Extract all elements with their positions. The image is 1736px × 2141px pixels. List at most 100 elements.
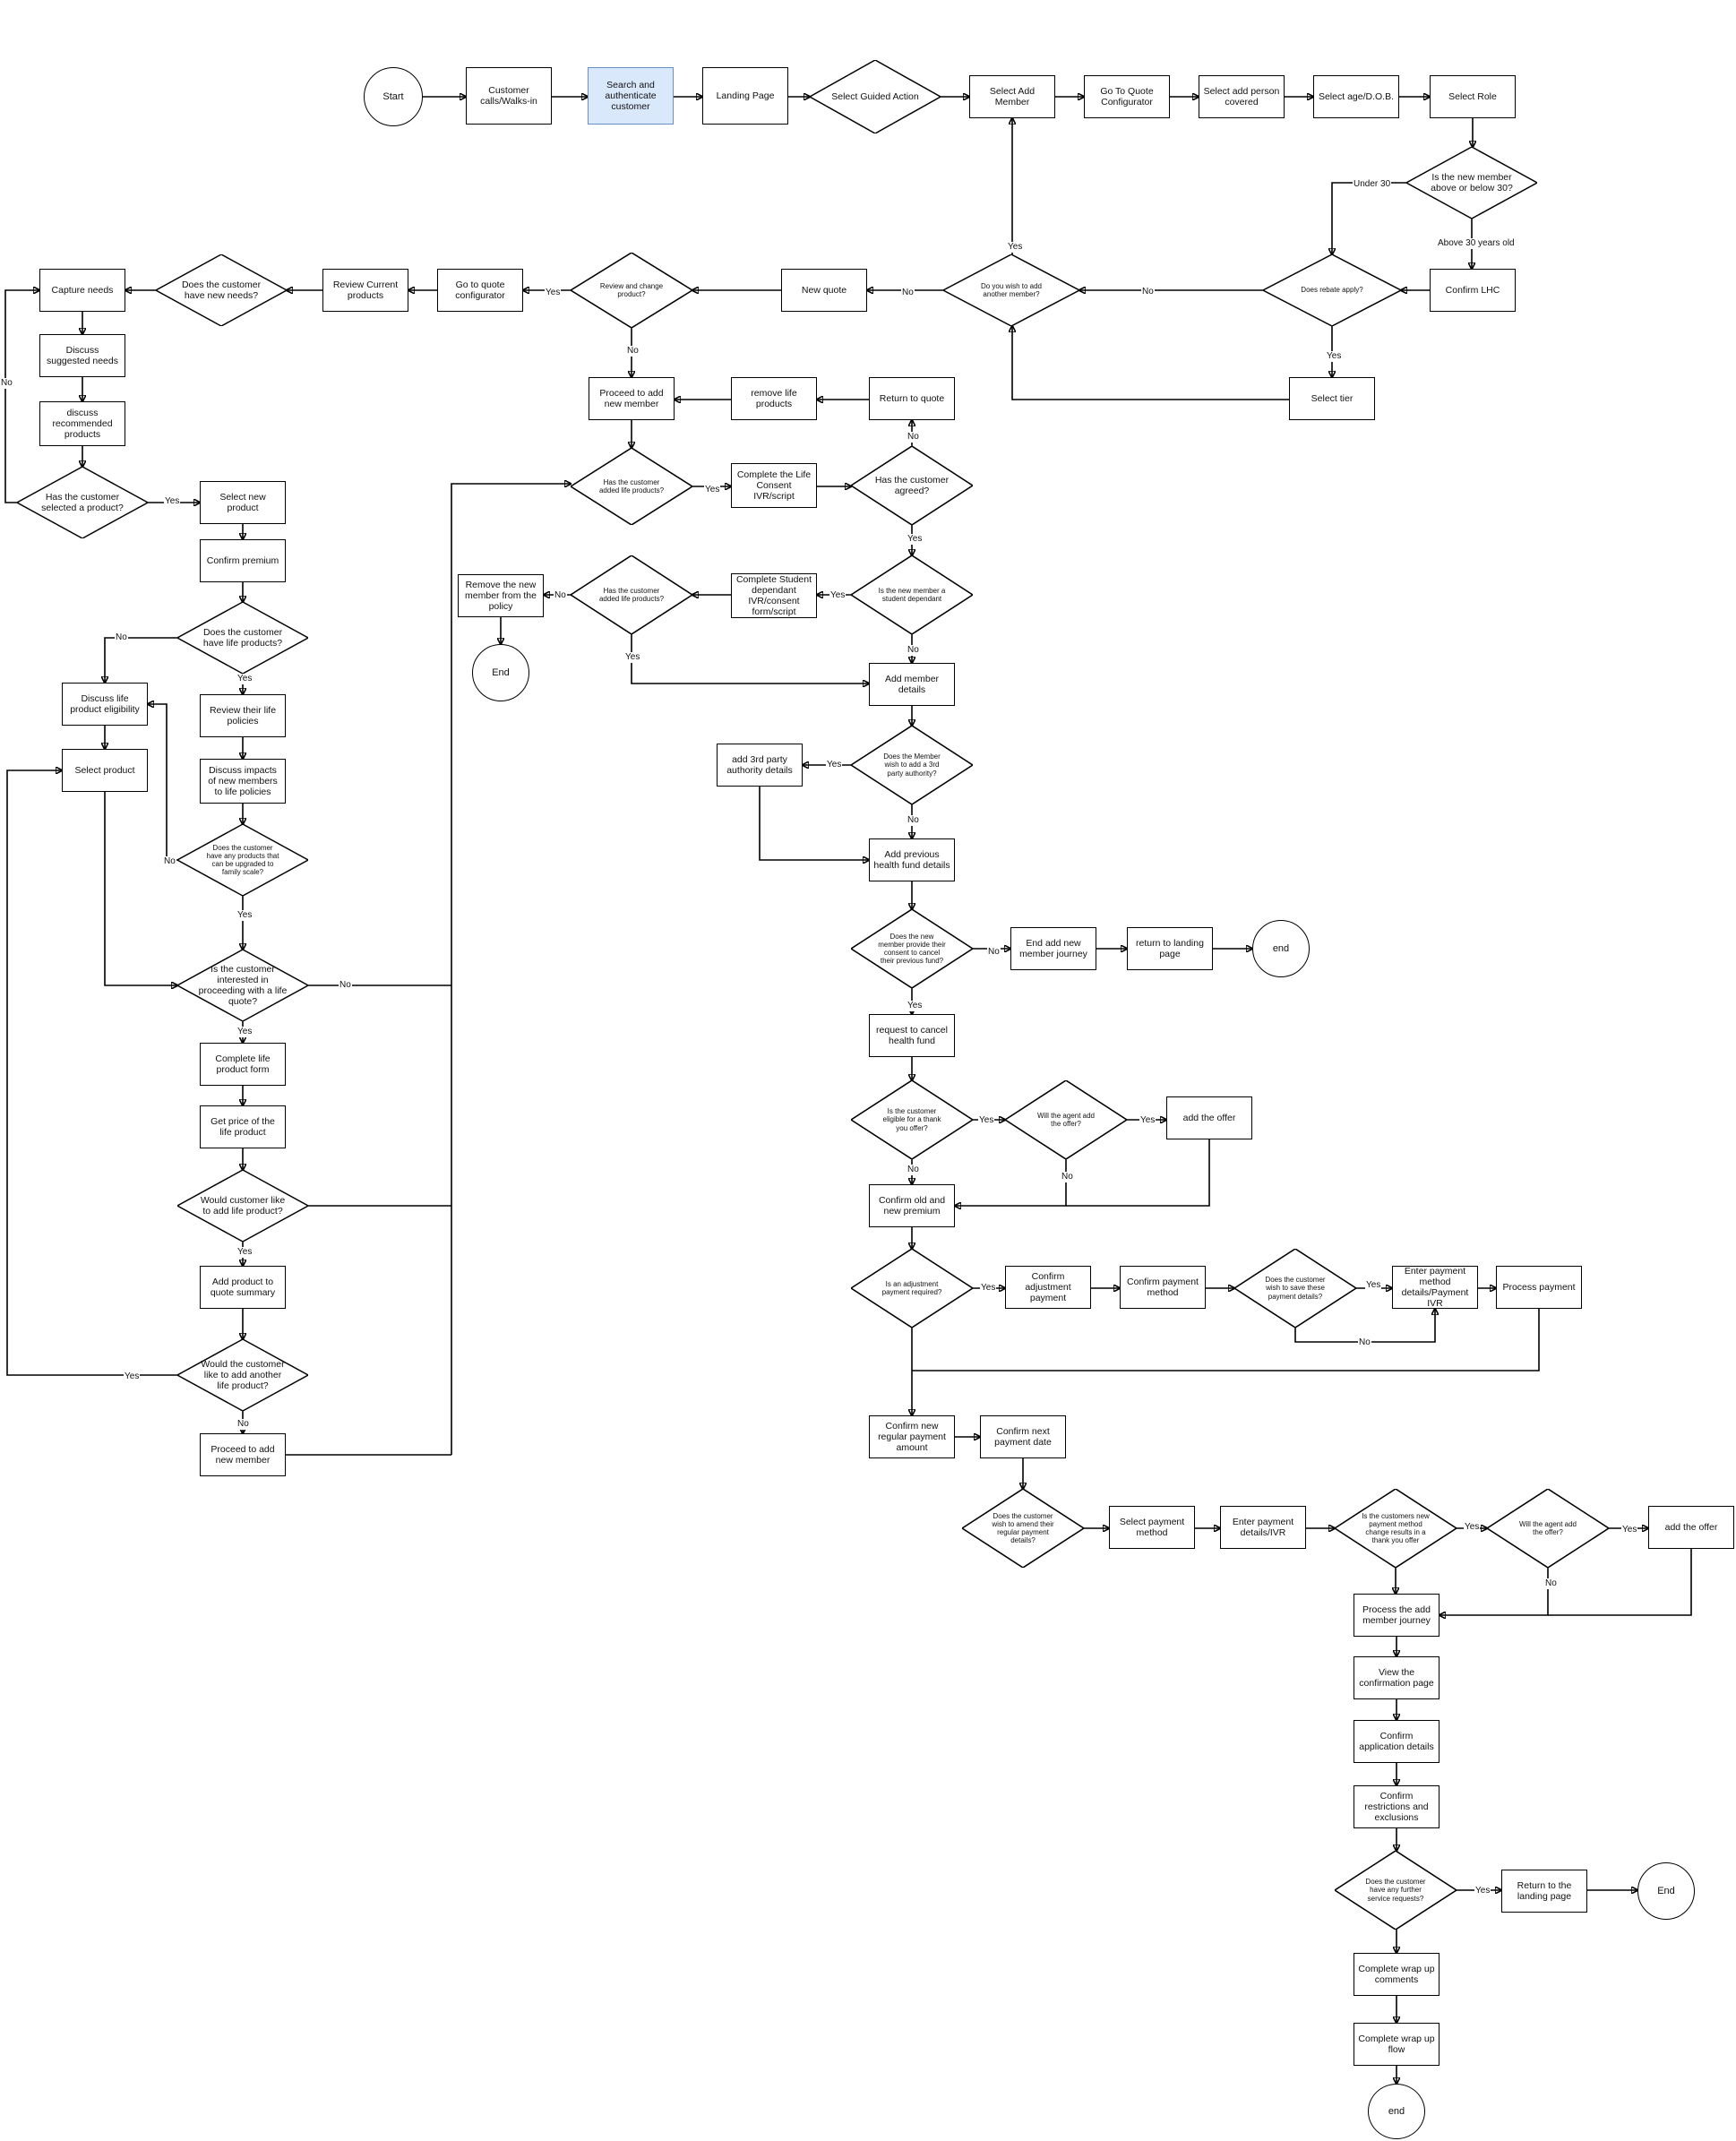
- process-add-member-journey[interactable]: Process the add member journey: [1354, 1594, 1440, 1637]
- process-confirm-application[interactable]: Confirm application details: [1354, 1720, 1440, 1763]
- decision-upgrade-family-scale[interactable]: Does the customer have any products that…: [177, 824, 308, 896]
- process-new-quote[interactable]: New quote: [781, 269, 867, 312]
- process-confirm-payment-method[interactable]: Confirm payment method: [1120, 1266, 1206, 1309]
- decision-agent-offer-2[interactable]: Will the agent add the offer?: [1487, 1489, 1609, 1568]
- decision-another-life-product[interactable]: Would the customer like to add another l…: [177, 1339, 308, 1411]
- process-old-new-premium[interactable]: Confirm old and new premium: [869, 1184, 955, 1227]
- decision-amend-regular[interactable]: Does the customer wish to amend their re…: [962, 1489, 1084, 1568]
- decision-customer-agreed[interactable]: Has the customer agreed?: [851, 446, 973, 525]
- edge-label: Yes: [907, 1001, 924, 1011]
- process-add-third-party[interactable]: add 3rd party authority details: [717, 744, 803, 787]
- decision-added-life-1[interactable]: Has the customer added life products?: [571, 448, 692, 525]
- process-remove-new-member[interactable]: Remove the new member from the policy: [458, 574, 544, 617]
- process-wrap-flow[interactable]: Complete wrap up flow: [1354, 2023, 1440, 2066]
- end-node-3[interactable]: End: [1637, 1862, 1695, 1920]
- node-label: remove life products: [751, 387, 797, 409]
- decision-selected-product[interactable]: Has the customer selected a product?: [17, 467, 148, 538]
- process-review-life-policies[interactable]: Review their life policies: [200, 694, 286, 737]
- process-life-consent[interactable]: Complete the Life Consent IVR/script: [731, 463, 817, 508]
- node-label: Confirm payment method: [1127, 1276, 1199, 1298]
- process-return-to-quote[interactable]: Return to quote: [869, 377, 955, 420]
- decision-guided-action[interactable]: Select Guided Action: [810, 60, 941, 133]
- process-return-landing-2[interactable]: Return to the landing page: [1501, 1870, 1587, 1913]
- process-add-member-details[interactable]: Add member details: [869, 663, 955, 706]
- process-add-offer-1[interactable]: add the offer: [1166, 1096, 1252, 1139]
- process-select-product[interactable]: Select product: [62, 749, 148, 792]
- process-capture-needs[interactable]: Capture needs: [39, 269, 125, 312]
- process-select-tier[interactable]: Select tier: [1289, 377, 1375, 420]
- process-next-payment-date[interactable]: Confirm next payment date: [980, 1415, 1066, 1458]
- process-proceed-add-member-left[interactable]: Proceed to add new member: [200, 1433, 286, 1476]
- decision-interested-life-quote[interactable]: Is the customer interested in proceeding…: [177, 950, 308, 1021]
- process-proceed-add-member[interactable]: Proceed to add new member: [589, 377, 675, 420]
- decision-eligible-thank-you[interactable]: Is the customer eligible for a thank you…: [851, 1080, 973, 1159]
- process-add-offer-2[interactable]: add the offer: [1648, 1506, 1734, 1549]
- process-landing-page[interactable]: Landing Page: [702, 67, 788, 125]
- decision-add-life-product[interactable]: Would customer like to add life product?: [177, 1170, 308, 1242]
- decision-adjustment-required[interactable]: Is an adjustment payment required?: [851, 1249, 973, 1328]
- decision-review-change[interactable]: Review and change product?: [571, 253, 692, 328]
- edge-label: Yes: [1326, 351, 1343, 362]
- decision-new-needs[interactable]: Does the customer have new needs?: [156, 254, 287, 326]
- node-label: Complete wrap up flow: [1358, 2033, 1435, 2055]
- end-node-2[interactable]: end: [1252, 920, 1310, 977]
- process-confirm-adjustment[interactable]: Confirm adjustment payment: [1005, 1266, 1091, 1309]
- process-return-landing-1[interactable]: return to landing page: [1127, 927, 1213, 970]
- decision-rebate[interactable]: Does rebate apply?: [1263, 254, 1401, 326]
- process-select-new-product[interactable]: Select new product: [200, 481, 286, 524]
- process-suggested-needs[interactable]: Discuss suggested needs: [39, 334, 125, 377]
- process-life-eligibility[interactable]: Discuss life product eligibility: [62, 683, 148, 726]
- process-discuss-impacts[interactable]: Discuss impacts of new members to life p…: [200, 759, 286, 804]
- process-customer-calls[interactable]: Customer calls/Walks-in: [466, 67, 552, 125]
- process-regular-amount[interactable]: Confirm new regular payment amount: [869, 1415, 955, 1458]
- process-confirm-restrictions[interactable]: Confirm restrictions and exclusions: [1354, 1785, 1440, 1828]
- node-label: Would customer like to add life product?: [200, 1194, 286, 1217]
- process-view-confirmation[interactable]: View the confirmation page: [1354, 1656, 1440, 1699]
- process-remove-life-products[interactable]: remove life products: [731, 377, 817, 420]
- node-label: Will the agent add the offer?: [1518, 1519, 1577, 1536]
- process-recommended-products[interactable]: discuss recommended products: [39, 401, 125, 446]
- process-life-price[interactable]: Get price of the life product: [200, 1105, 286, 1148]
- process-age-dob[interactable]: Select age/D.O.B.: [1313, 75, 1399, 118]
- process-enter-payment-2[interactable]: Enter payment details/IVR: [1220, 1506, 1306, 1549]
- process-select-payment-method[interactable]: Select payment method: [1109, 1506, 1195, 1549]
- decision-above-below-30[interactable]: Is the new member above or below 30?: [1406, 147, 1537, 219]
- edge-label: Yes: [829, 590, 847, 601]
- process-select-role[interactable]: Select Role: [1430, 75, 1516, 118]
- decision-third-party[interactable]: Does the Member wish to add a 3rd party …: [851, 726, 973, 804]
- process-confirm-premium[interactable]: Confirm premium: [200, 539, 286, 582]
- process-previous-fund[interactable]: Add previous health fund details: [869, 838, 955, 881]
- decision-save-payment[interactable]: Does the customer wish to save these pay…: [1234, 1249, 1356, 1328]
- process-life-product-form[interactable]: Complete life product form: [200, 1043, 286, 1086]
- node-label: Is an adjustment payment required?: [881, 1279, 942, 1296]
- decision-student-dependant[interactable]: Is the new member a student dependant: [851, 555, 973, 634]
- node-label: Add previous health fund details: [873, 848, 950, 871]
- decision-further-requests[interactable]: Does the customer have any further servi…: [1335, 1851, 1457, 1930]
- decision-agent-offer-1[interactable]: Will the agent add the offer?: [1005, 1080, 1127, 1159]
- decision-add-another-member[interactable]: Do you wish to add another member?: [943, 254, 1079, 326]
- decision-added-life-2[interactable]: Has the customer added life products?: [571, 555, 692, 634]
- decision-change-results-offer[interactable]: Is the customers new payment method chan…: [1335, 1489, 1457, 1568]
- process-student-ivr[interactable]: Complete Student dependant IVR/consent f…: [731, 573, 817, 618]
- process-end-add-journey[interactable]: End add new member journey: [1010, 927, 1096, 970]
- process-wrap-comments[interactable]: Complete wrap up comments: [1354, 1953, 1440, 1996]
- process-review-current[interactable]: Review Current products: [322, 269, 408, 312]
- end-node-4[interactable]: end: [1368, 2084, 1425, 2139]
- process-enter-payment-1[interactable]: Enter payment method details/Payment IVR: [1392, 1266, 1478, 1309]
- process-process-payment[interactable]: Process payment: [1496, 1266, 1582, 1309]
- node-label: Select add person covered: [1203, 85, 1280, 107]
- node-label: View the confirmation page: [1359, 1666, 1434, 1689]
- process-search-authenticate[interactable]: Search and authenticate customer: [588, 67, 674, 125]
- process-select-add-member[interactable]: Select Add Member: [969, 75, 1055, 118]
- decision-have-life-products[interactable]: Does the customer have life products?: [177, 602, 308, 674]
- process-go-to-quote[interactable]: Go to quote configurator: [437, 269, 523, 312]
- process-confirm-lhc[interactable]: Confirm LHC: [1430, 269, 1516, 312]
- start-node[interactable]: Start: [364, 67, 423, 126]
- decision-provide-consent[interactable]: Does the new member provide their consen…: [851, 909, 973, 988]
- process-cancel-fund[interactable]: request to cancel health fund: [869, 1014, 955, 1057]
- process-add-person[interactable]: Select add person covered: [1199, 75, 1285, 118]
- end-node-1[interactable]: End: [472, 644, 529, 701]
- node-label: End add new member journey: [1019, 937, 1087, 959]
- process-add-quote-summary[interactable]: Add product to quote summary: [200, 1266, 286, 1309]
- process-quote-configurator[interactable]: Go To Quote Configurator: [1084, 75, 1170, 118]
